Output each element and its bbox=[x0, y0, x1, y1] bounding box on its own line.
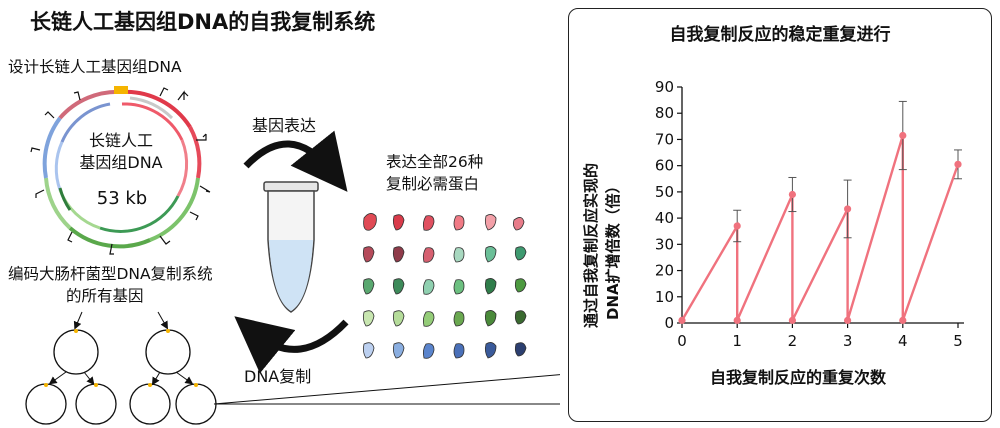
expression-arrow bbox=[243, 130, 348, 192]
line-chart: 0 10 20 30 40 50 60 70 80 90 0 1 2 3 4 5 bbox=[655, 78, 964, 350]
expression-label: 基因表达 bbox=[252, 116, 317, 135]
y-axis-label-line2: DNA扩增倍数（倍） bbox=[604, 178, 622, 320]
chart-panel bbox=[568, 8, 992, 422]
plasmid-name-line2: 基因组DNA bbox=[79, 153, 163, 172]
data-point bbox=[788, 316, 796, 324]
y-axis-label-line1: 通过自我复制反应实现的 bbox=[582, 163, 600, 328]
data-point bbox=[899, 131, 907, 140]
y-axis-label: 通过自我复制反应实现的 DNA扩增倍数（倍） bbox=[582, 163, 622, 328]
left-diagram-graphics bbox=[25, 86, 560, 425]
y-tick-label: 10 bbox=[655, 288, 674, 306]
series-line bbox=[680, 135, 960, 321]
design-label: 设计长链人工基因组DNA bbox=[8, 58, 182, 76]
encode-label-line1: 编码大肠杆菌型DNA复制系统 bbox=[8, 265, 213, 283]
data-point bbox=[733, 222, 741, 230]
y-tick-label: 20 bbox=[655, 262, 674, 280]
y-tick-label: 80 bbox=[655, 104, 674, 122]
data-point bbox=[844, 316, 852, 324]
replication-arrow bbox=[234, 316, 349, 374]
y-tick-label: 40 bbox=[655, 209, 674, 227]
data-point bbox=[788, 190, 796, 199]
plasmid-map bbox=[30, 86, 211, 255]
chart-title: 自我复制反应的稳定重复进行 bbox=[669, 25, 891, 45]
plasmid-name: 长链人工 基因组DNA bbox=[66, 130, 176, 174]
replication-label: DNA复制 bbox=[244, 367, 312, 386]
y-tick-label: 50 bbox=[655, 183, 674, 201]
data-point bbox=[678, 316, 686, 324]
data-point bbox=[733, 316, 741, 324]
proteins-label-line2: 复制必需蛋白 bbox=[386, 175, 480, 193]
y-tick-label: 0 bbox=[664, 314, 674, 332]
proteins-label-line1: 表达全部26种 bbox=[386, 153, 484, 171]
plasmid-name-line1: 长链人工 bbox=[88, 131, 153, 150]
x-tick-label: 4 bbox=[898, 332, 908, 350]
protein-grid bbox=[362, 213, 527, 359]
diagram-title: 长链人工基因组DNA的自我复制系统 bbox=[30, 10, 376, 34]
x-tick-label: 2 bbox=[788, 332, 798, 350]
x-axis-label: 自我复制反应的重复次数 bbox=[709, 368, 886, 387]
data-point bbox=[844, 205, 852, 213]
plasmid-size: 53 kb bbox=[96, 188, 148, 209]
ori-dots bbox=[44, 329, 198, 387]
y-tick-label: 60 bbox=[655, 157, 674, 175]
y-tick-label: 70 bbox=[655, 130, 674, 148]
encode-label-line2: 的所有基因 bbox=[66, 287, 144, 305]
callout-lines bbox=[213, 374, 560, 405]
data-point bbox=[899, 316, 907, 324]
replication-tree bbox=[25, 311, 217, 425]
x-tick-label: 0 bbox=[677, 332, 687, 350]
x-tick-label: 5 bbox=[953, 332, 963, 350]
x-tick-label: 3 bbox=[843, 332, 853, 350]
x-tick-label: 1 bbox=[732, 332, 742, 350]
data-point bbox=[954, 160, 962, 168]
y-tick-label: 30 bbox=[655, 235, 674, 253]
y-tick-label: 90 bbox=[655, 78, 674, 96]
test-tube bbox=[263, 181, 319, 313]
